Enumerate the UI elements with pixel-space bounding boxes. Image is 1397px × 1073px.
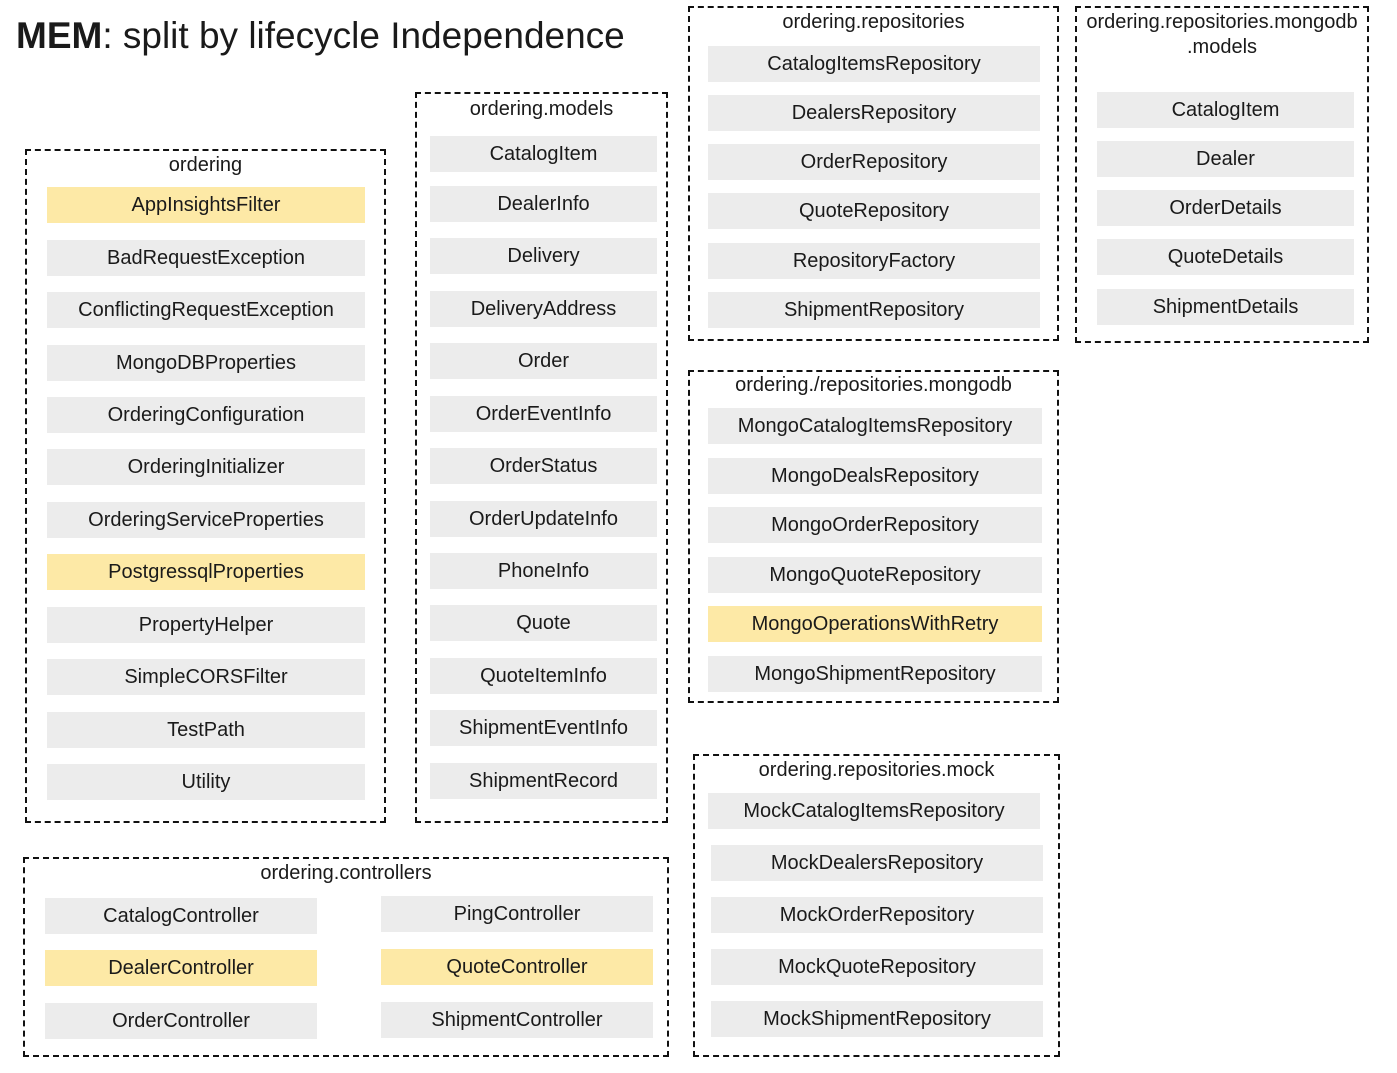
class-box: AppInsightsFilter bbox=[47, 187, 365, 223]
class-box: MockQuoteRepository bbox=[711, 949, 1043, 985]
class-box: MongoQuoteRepository bbox=[708, 557, 1042, 593]
class-box: OrderDetails bbox=[1097, 190, 1354, 226]
package-ordering-repositories: ordering.repositories bbox=[688, 6, 1059, 341]
class-box: RepositoryFactory bbox=[708, 243, 1040, 279]
class-box: CatalogController bbox=[45, 898, 317, 934]
class-box: ShipmentEventInfo bbox=[430, 710, 657, 746]
class-box: BadRequestException bbox=[47, 240, 365, 276]
package-title: ordering.repositories.mock bbox=[758, 759, 995, 781]
package-ordering-controllers: ordering.controllers bbox=[23, 857, 669, 1057]
class-box: OrderController bbox=[45, 1003, 317, 1039]
class-box: Utility bbox=[47, 764, 365, 800]
class-box: CatalogItem bbox=[430, 136, 657, 172]
class-box: MongoCatalogItemsRepository bbox=[708, 408, 1042, 444]
class-box: Delivery bbox=[430, 238, 657, 274]
class-box: MongoDBProperties bbox=[47, 345, 365, 381]
class-box: OrderEventInfo bbox=[430, 396, 657, 432]
package-title: ordering.models bbox=[469, 98, 614, 120]
class-box: OrderStatus bbox=[430, 448, 657, 484]
package-title: ordering.controllers bbox=[260, 862, 432, 884]
package-ordering-models: ordering.models bbox=[415, 92, 668, 823]
diagram-title: MEM: split by lifecycle Independence bbox=[16, 14, 625, 58]
class-box: PhoneInfo bbox=[430, 553, 657, 589]
class-box: Order bbox=[430, 343, 657, 379]
package-title: ordering.repositories bbox=[782, 11, 965, 33]
class-box: DealerInfo bbox=[430, 186, 657, 222]
class-box: DeliveryAddress bbox=[430, 291, 657, 327]
diagram-title-rest: : split by lifecycle Independence bbox=[102, 15, 625, 56]
package-mongodb-models: ordering.repositories.mongodb .models bbox=[1075, 6, 1369, 343]
package-title: ordering./repositories.mongodb bbox=[735, 374, 1012, 396]
class-box: PropertyHelper bbox=[47, 607, 365, 643]
class-box: OrderUpdateInfo bbox=[430, 501, 657, 537]
class-box: ShipmentRecord bbox=[430, 763, 657, 799]
package-title-line1: ordering.repositories.mongodb bbox=[1086, 11, 1358, 33]
class-box: CatalogItemsRepository bbox=[708, 46, 1040, 82]
class-box: TestPath bbox=[47, 712, 365, 748]
class-box: ConflictingRequestException bbox=[47, 292, 365, 328]
package-title-line2: .models bbox=[1186, 36, 1258, 58]
class-box: Quote bbox=[430, 605, 657, 641]
class-box: SimpleCORSFilter bbox=[47, 659, 365, 695]
class-box: Dealer bbox=[1097, 141, 1354, 177]
package-repositories-mongodb: ordering./repositories.mongodb bbox=[688, 370, 1059, 703]
class-box: PingController bbox=[381, 896, 653, 932]
class-box: MongoOperationsWithRetry bbox=[708, 606, 1042, 642]
class-box: MongoShipmentRepository bbox=[708, 656, 1042, 692]
class-box: DealerController bbox=[45, 950, 317, 986]
class-box: MockDealersRepository bbox=[711, 845, 1043, 881]
class-box: MockCatalogItemsRepository bbox=[708, 793, 1040, 829]
class-box: ShipmentDetails bbox=[1097, 289, 1354, 325]
class-box: QuoteItemInfo bbox=[430, 658, 657, 694]
package-repositories-mock: ordering.repositories.mock bbox=[693, 754, 1060, 1057]
class-box: MongoDealsRepository bbox=[708, 458, 1042, 494]
package-ordering: ordering bbox=[25, 149, 386, 823]
class-box: CatalogItem bbox=[1097, 92, 1354, 128]
class-box: QuoteRepository bbox=[708, 193, 1040, 229]
class-box: OrderingInitializer bbox=[47, 449, 365, 485]
class-box: PostgressqlProperties bbox=[47, 554, 365, 590]
diagram-title-bold: MEM bbox=[16, 15, 103, 56]
class-box: OrderingServiceProperties bbox=[47, 502, 365, 538]
package-title: ordering bbox=[168, 154, 243, 176]
class-box: OrderRepository bbox=[708, 144, 1040, 180]
class-box: MockShipmentRepository bbox=[711, 1001, 1043, 1037]
class-box: MongoOrderRepository bbox=[708, 507, 1042, 543]
class-box: OrderingConfiguration bbox=[47, 397, 365, 433]
class-box: ShipmentRepository bbox=[708, 292, 1040, 328]
class-box: MockOrderRepository bbox=[711, 897, 1043, 933]
class-box: ShipmentController bbox=[381, 1002, 653, 1038]
class-box: DealersRepository bbox=[708, 95, 1040, 131]
class-box: QuoteDetails bbox=[1097, 239, 1354, 275]
class-box: QuoteController bbox=[381, 949, 653, 985]
